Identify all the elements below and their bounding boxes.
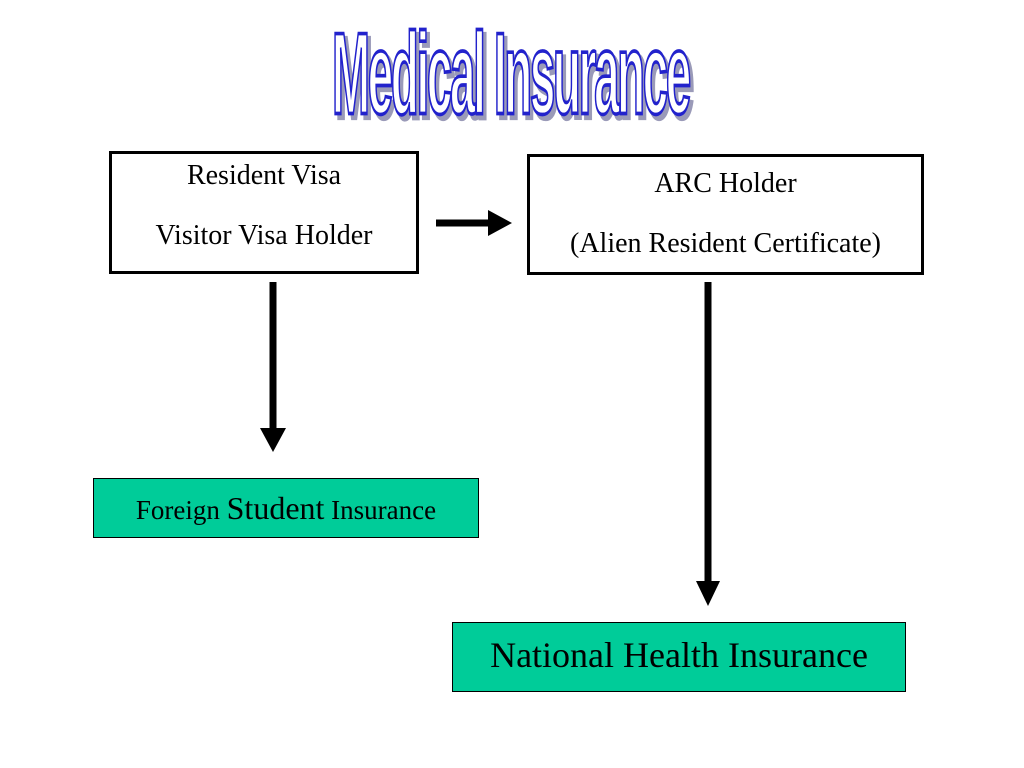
arrow-arc-to-nhi [696, 282, 720, 606]
visitor-visa-holder-label: Visitor Visa Holder [155, 220, 373, 251]
foreign-word: Foreign [135, 495, 227, 525]
resident-visa-label: Resident Visa [186, 160, 342, 191]
national-health-insurance-label: National Health Insurance [490, 635, 868, 675]
title-wordart: Medical Insurance Medical Insurance [330, 18, 699, 140]
insurance-word: Insurance [324, 495, 437, 525]
foreign-student-insurance-box: Foreign Student Insurance [93, 478, 479, 538]
arrow-visa-to-arc [436, 210, 512, 236]
student-word: Student [226, 490, 325, 526]
national-health-insurance-box: National Health Insurance [452, 622, 906, 692]
arc-holder-label: ARC Holder [654, 168, 797, 199]
foreign-student-insurance-label: Foreign Student Insurance [94, 479, 478, 539]
arrow-visa-to-foreign [260, 282, 286, 452]
title-shadow: Medical Insurance [335, 18, 693, 140]
alien-resident-certificate-label: (Alien Resident Certificate) [570, 228, 881, 259]
arc-holder-box: ARC Holder (Alien Resident Certificate) [527, 154, 924, 275]
resident-visitor-visa-box: Resident Visa Visitor Visa Holder [109, 151, 419, 274]
title-text: Medical Insurance [332, 18, 690, 139]
